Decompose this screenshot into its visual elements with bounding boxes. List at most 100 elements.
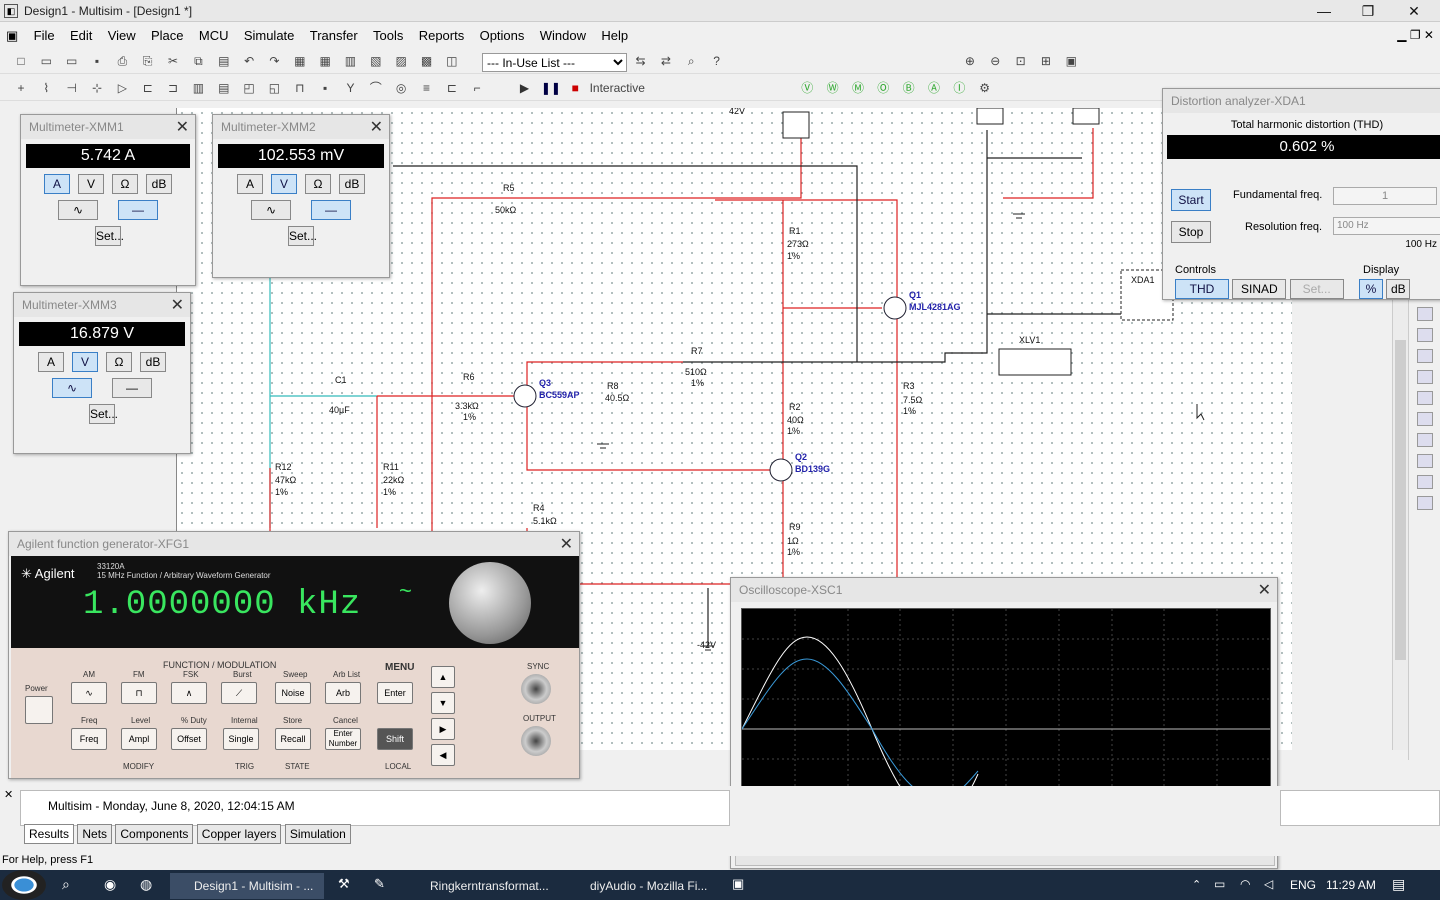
tool-icon-6[interactable] [1417, 412, 1433, 426]
close-icon[interactable]: ✕ [175, 119, 189, 136]
grapher-icon[interactable]: ▧ [370, 54, 382, 68]
tool-icon-4[interactable] [1417, 370, 1433, 384]
print-preview-icon[interactable]: ⎘ [142, 54, 153, 68]
arb-key[interactable]: Arb [325, 682, 361, 704]
menu-reports[interactable]: Reports [418, 28, 465, 43]
bode-icon[interactable]: Ⓑ [902, 81, 915, 95]
tool-icon-5[interactable] [1417, 391, 1433, 405]
misc-icon[interactable]: ▪ [322, 81, 328, 95]
taskbar-diyaudio[interactable]: diyAudio - Mozilla Fi... [590, 879, 708, 893]
dc-line-icon[interactable]: — [311, 200, 351, 220]
menu-edit[interactable]: Edit [69, 28, 93, 43]
menu-help[interactable]: Help [601, 28, 629, 43]
full-screen-icon[interactable]: ▣ [1065, 54, 1077, 68]
ac-wave-icon[interactable]: ∿ [58, 200, 98, 220]
xfg1-titlebar[interactable]: Agilent function generator-XFG1✕ [9, 532, 579, 556]
xmm2-set-button[interactable]: Set... [288, 226, 317, 246]
single-key[interactable]: Single [223, 728, 259, 750]
spreadsheet-icon[interactable]: ▦ [319, 54, 331, 68]
close-button[interactable]: ✕ [1408, 3, 1420, 19]
menu-file[interactable]: File [33, 28, 55, 43]
offset-key[interactable]: Offset [171, 728, 207, 750]
copy-icon[interactable]: ⧉ [194, 54, 203, 68]
pinned-app-icon-1[interactable]: ◉ [104, 876, 117, 892]
print-icon[interactable]: ⎙ [117, 54, 128, 68]
tab-copper-layers[interactable]: Copper layers [196, 824, 282, 844]
square-key[interactable]: ⊓ [121, 682, 157, 704]
tool-icon-2[interactable] [1417, 328, 1433, 342]
tool-icon-1[interactable] [1417, 307, 1433, 321]
redo-icon[interactable]: ↷ [269, 54, 280, 68]
menu-view[interactable]: View [107, 28, 136, 43]
hierarchy-icon[interactable]: ▩ [420, 54, 433, 68]
pinned-app-icon-2[interactable]: ◍ [140, 876, 153, 892]
volume-icon[interactable]: ◁ [1264, 877, 1274, 891]
tool-icon-3[interactable] [1417, 349, 1433, 363]
dc-line-icon[interactable]: — [112, 378, 152, 398]
percent-button[interactable]: % [1359, 279, 1383, 299]
xmm2-volt-button[interactable]: V [271, 174, 297, 194]
cmos-icon[interactable]: ⊐ [168, 81, 179, 95]
mcu-icon[interactable]: ▥ [192, 81, 205, 95]
forward-annotate-icon[interactable]: ⇄ [660, 54, 671, 68]
wifi-icon[interactable]: ◠ [1240, 877, 1251, 891]
instrument-more-icon[interactable]: Ⓘ [953, 81, 966, 95]
close-icon[interactable]: ✕ [1257, 582, 1271, 599]
xmm2-amp-button[interactable]: A [237, 174, 263, 194]
rotary-knob[interactable] [449, 562, 531, 644]
rf-icon[interactable]: Y [346, 81, 355, 95]
power-icon[interactable]: ⊓ [295, 81, 305, 95]
dc-line-icon[interactable]: — [118, 200, 158, 220]
xmm3-titlebar[interactable]: Multimeter-XMM3✕ [14, 293, 190, 317]
zoom-in-icon[interactable]: ⊕ [964, 54, 975, 68]
sinad-button[interactable]: SINAD [1232, 279, 1287, 299]
pinned-app-icon-4[interactable]: ✎ [374, 876, 385, 891]
xmm1-db-button[interactable]: dB [146, 174, 172, 194]
xmm3-set-button[interactable]: Set... [89, 404, 118, 424]
function-gen-icon[interactable]: Ⓦ [826, 81, 839, 95]
pause-icon[interactable]: ❚❚ [540, 81, 561, 95]
output-connector[interactable] [521, 726, 551, 756]
stop-button[interactable]: Stop [1171, 221, 1211, 243]
xda1-titlebar[interactable]: Distortion analyzer-XDA1 [1163, 89, 1440, 113]
maximize-button[interactable]: ❐ [1361, 3, 1375, 19]
pinned-app-icon-3[interactable]: ⚒ [338, 876, 350, 891]
tab-components[interactable]: Components [115, 824, 194, 844]
menu-options[interactable]: Options [479, 28, 525, 43]
multimeter-icon[interactable]: Ⓥ [801, 81, 814, 95]
ttl-icon[interactable]: ⊏ [142, 81, 153, 95]
run-icon[interactable]: ▶ [519, 81, 530, 95]
find-examples-icon[interactable]: ⌕ [687, 54, 695, 68]
down-arrow-key[interactable]: ▼ [431, 692, 455, 714]
pinned-app-icon-5[interactable]: ▣ [732, 876, 745, 891]
thd-button[interactable]: THD [1175, 279, 1229, 299]
vertical-scrollbar[interactable] [1392, 300, 1408, 750]
tab-results[interactable]: Results [24, 824, 75, 844]
fund-freq-input[interactable]: 1 [1333, 187, 1437, 205]
wattmeter-icon[interactable]: Ⓜ [851, 81, 864, 95]
power-button[interactable] [25, 696, 53, 724]
zoom-out-icon[interactable]: ⊖ [990, 54, 1001, 68]
battery-icon[interactable]: ▭ [1214, 877, 1226, 891]
xmm1-amp-button[interactable]: A [44, 174, 70, 194]
new-icon[interactable]: □ [17, 54, 25, 68]
gear-icon[interactable]: ⚙ [979, 81, 991, 95]
zoom-area-icon[interactable]: ⊡ [1015, 54, 1026, 68]
xmm3-amp-button[interactable]: A [38, 352, 64, 372]
language-indicator[interactable]: ENG [1290, 878, 1317, 892]
menu-simulate[interactable]: Simulate [243, 28, 295, 43]
source-icon[interactable]: + [17, 81, 25, 95]
xmm2-db-button[interactable]: dB [339, 174, 365, 194]
basic-icon[interactable]: ⌇ [43, 81, 50, 95]
paste-icon[interactable]: ▤ [218, 54, 230, 68]
menu-tools[interactable]: Tools [373, 28, 404, 43]
sync-connector[interactable] [521, 674, 551, 704]
start-button[interactable]: Start [1171, 189, 1211, 211]
xmm1-volt-button[interactable]: V [78, 174, 104, 194]
open-icon[interactable]: ▭ [40, 54, 53, 68]
db-button[interactable]: dB [1386, 279, 1411, 299]
enter-key[interactable]: Enter [377, 682, 413, 704]
in-use-list-select[interactable]: --- In-Use List --- [482, 53, 627, 72]
search-icon[interactable]: ⌕ [62, 876, 70, 892]
mixed-icon[interactable]: ◰ [243, 81, 255, 95]
